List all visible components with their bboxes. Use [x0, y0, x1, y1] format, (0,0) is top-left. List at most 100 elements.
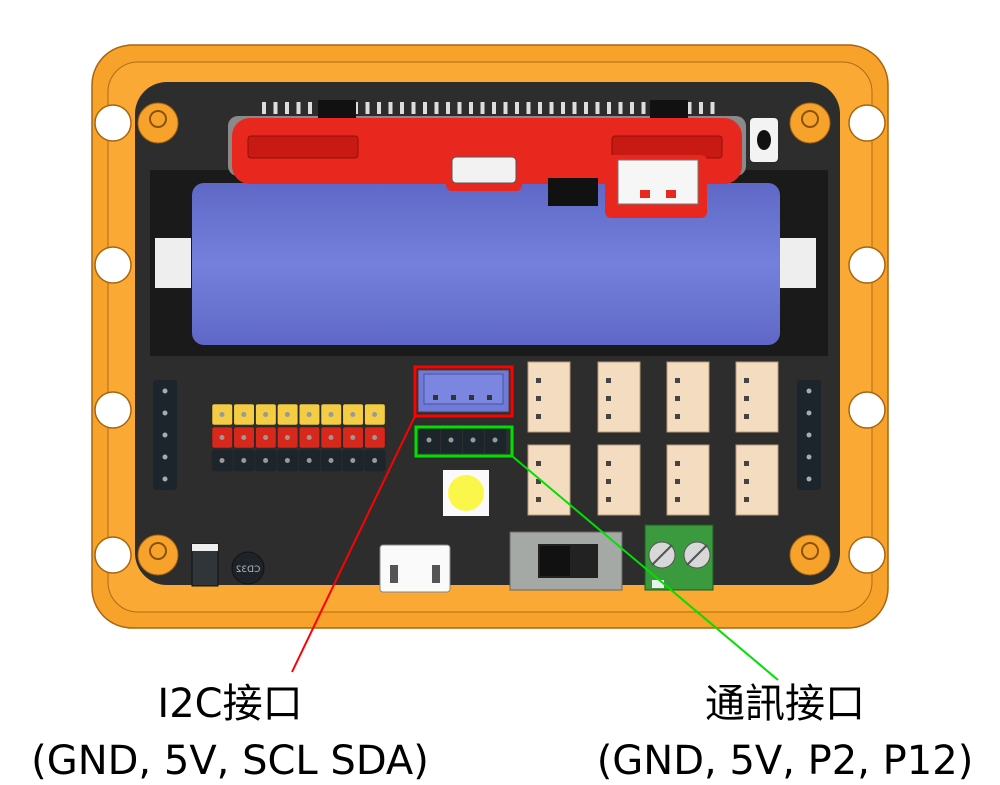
i2c-pin	[469, 395, 474, 400]
jst-pin	[675, 396, 680, 401]
edge-pin	[457, 102, 462, 114]
pin	[806, 454, 812, 460]
jst-pin	[675, 461, 680, 466]
edge-pin	[584, 102, 588, 114]
pin-hole	[372, 412, 378, 417]
pin-hole	[263, 458, 269, 463]
pin	[806, 432, 812, 438]
edge-pin	[446, 102, 450, 114]
pin-hole	[263, 435, 269, 440]
diode	[191, 543, 219, 587]
case-hole	[848, 104, 886, 142]
i2c-highlight-box	[413, 365, 514, 418]
mounting-hole	[801, 542, 819, 560]
edge-pin	[526, 102, 531, 114]
jst-connector	[735, 444, 779, 516]
edge-pin	[388, 102, 393, 114]
jst-pin	[675, 479, 680, 484]
comm-header	[419, 429, 506, 453]
i2c-pin	[433, 395, 438, 400]
edge-pin	[273, 102, 278, 114]
comm-title: 通訊接口	[705, 681, 865, 727]
edge-pin	[296, 102, 301, 114]
pin-hole	[263, 412, 269, 417]
battery-holder	[150, 170, 828, 356]
jst-pin	[744, 497, 749, 502]
edge-pin	[469, 102, 473, 114]
jst-pin	[536, 378, 541, 383]
i2c-connector	[417, 369, 510, 413]
edge-pin	[262, 102, 266, 114]
jst-connector	[597, 444, 641, 516]
jst-pin	[606, 378, 611, 383]
pin-hole	[350, 412, 356, 417]
jst-pin	[536, 497, 541, 502]
i2c-pin	[487, 395, 492, 400]
power-switch	[509, 531, 623, 591]
edge-pin	[515, 102, 519, 114]
i2c-title: I2C接口	[157, 681, 303, 727]
edge-pin	[492, 102, 496, 114]
pin-hole	[284, 435, 290, 440]
jst-pin	[606, 396, 611, 401]
edge-pin	[595, 102, 600, 114]
jst-pin	[744, 396, 749, 401]
pin-hole	[284, 412, 290, 417]
edge-pin	[572, 102, 577, 114]
pin-hole	[241, 412, 247, 417]
pin-hole	[350, 435, 356, 440]
jst-pin	[606, 414, 611, 419]
comm-callout-line	[511, 455, 779, 681]
edge-pin	[710, 102, 715, 114]
pin	[806, 410, 812, 416]
jst-pin	[536, 396, 541, 401]
comm-highlight-box	[414, 425, 514, 458]
case-hole	[94, 536, 132, 574]
jst-pin	[606, 497, 611, 502]
case-hole	[94, 391, 132, 429]
jst-pin	[744, 461, 749, 466]
case-hole	[848, 391, 886, 429]
pin	[162, 410, 168, 416]
i2c-callout-line	[291, 415, 416, 673]
pin-hole	[448, 437, 454, 443]
pin-hole	[219, 435, 225, 440]
mounting-post	[789, 102, 831, 144]
jst-pin	[536, 479, 541, 484]
edge-pin	[285, 102, 289, 114]
edge-pin	[538, 102, 542, 114]
edge-pin	[434, 102, 439, 114]
mounting-post	[137, 102, 179, 144]
gpio-header-block	[211, 403, 386, 472]
pin-hole	[241, 458, 247, 463]
edge-pin	[377, 102, 381, 114]
pin	[162, 476, 168, 482]
pin-hole	[426, 437, 432, 443]
edge-pin	[365, 102, 370, 114]
edge-pin	[561, 102, 565, 114]
edge-pin	[549, 102, 554, 114]
pin-hole	[372, 458, 378, 463]
jst-connector	[527, 361, 571, 433]
jst-pin	[606, 461, 611, 466]
case-hole	[94, 246, 132, 284]
jst-connector	[597, 361, 641, 433]
pin	[162, 432, 168, 438]
edge-pin	[503, 102, 508, 114]
edge-pin	[400, 102, 404, 114]
inductor-marking: CD32	[236, 565, 261, 575]
pin	[806, 388, 812, 394]
jst-connector	[735, 361, 779, 433]
pin-hole	[306, 412, 312, 417]
jst-pin	[744, 414, 749, 419]
case-hole	[94, 104, 132, 142]
pin-hole	[372, 435, 378, 440]
edge-pin	[607, 102, 611, 114]
pin-hole	[219, 458, 225, 463]
jst-pin	[536, 461, 541, 466]
jst-pin	[675, 497, 680, 502]
case-hole	[848, 246, 886, 284]
jst-pin	[675, 378, 680, 383]
jst-connector	[666, 444, 710, 516]
